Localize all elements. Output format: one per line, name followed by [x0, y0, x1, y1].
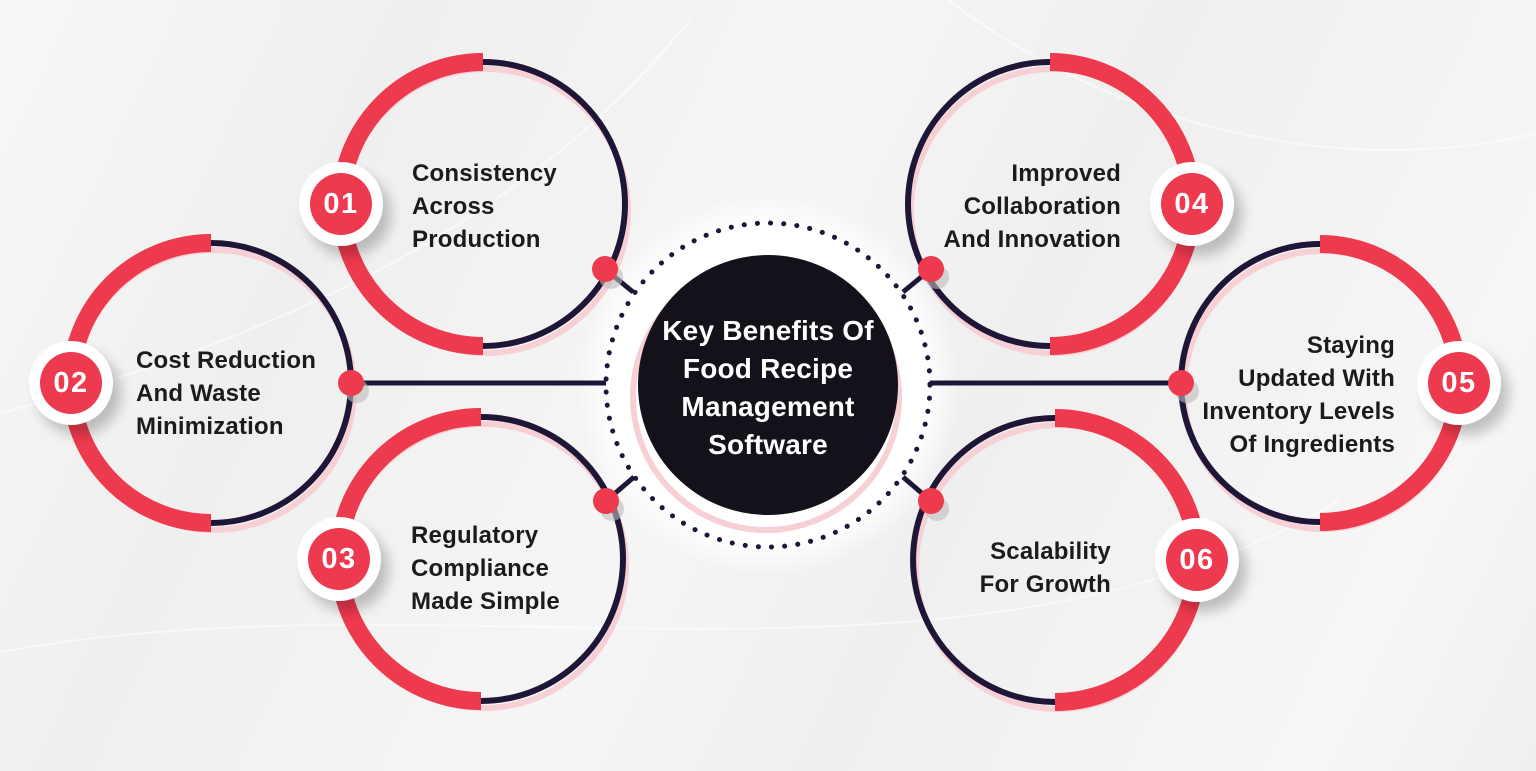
badge-number: 04 [1161, 173, 1223, 235]
number-badge-06: 06 [1155, 518, 1239, 602]
connector-06 [901, 475, 949, 521]
benefit-label-05: Staying Updated With Inventory Levels Of… [1202, 332, 1395, 458]
benefit-label-04: Improved Collaboration And Innovation [943, 160, 1121, 253]
connector-05 [930, 370, 1199, 403]
badge-number: 06 [1166, 529, 1228, 591]
center-title: Key Benefits Of Food Recipe Management S… [662, 315, 874, 460]
connector-03 [593, 475, 636, 521]
benefit-label-01: Consistency Across Production [412, 160, 557, 253]
badge-number: 03 [308, 528, 370, 590]
number-badge-03: 03 [297, 517, 381, 601]
badge-number: 01 [310, 173, 372, 235]
benefit-label-03: Regulatory Compliance Made Simple [411, 522, 560, 615]
benefit-label-06: Scalability For Growth [979, 538, 1111, 598]
number-badge-05: 05 [1417, 341, 1501, 425]
connector-01 [592, 256, 635, 294]
number-badge-01: 01 [299, 162, 383, 246]
connector-04 [901, 256, 949, 294]
benefit-label-02: Cost Reduction And Waste Minimization [136, 347, 317, 440]
number-badge-02: 02 [29, 341, 113, 425]
center-dotted-ring [603, 220, 933, 550]
badge-number: 02 [40, 352, 102, 414]
badge-number: 05 [1428, 352, 1490, 414]
connector-02 [338, 370, 606, 403]
center-circle [638, 255, 898, 515]
number-badge-04: 04 [1150, 162, 1234, 246]
